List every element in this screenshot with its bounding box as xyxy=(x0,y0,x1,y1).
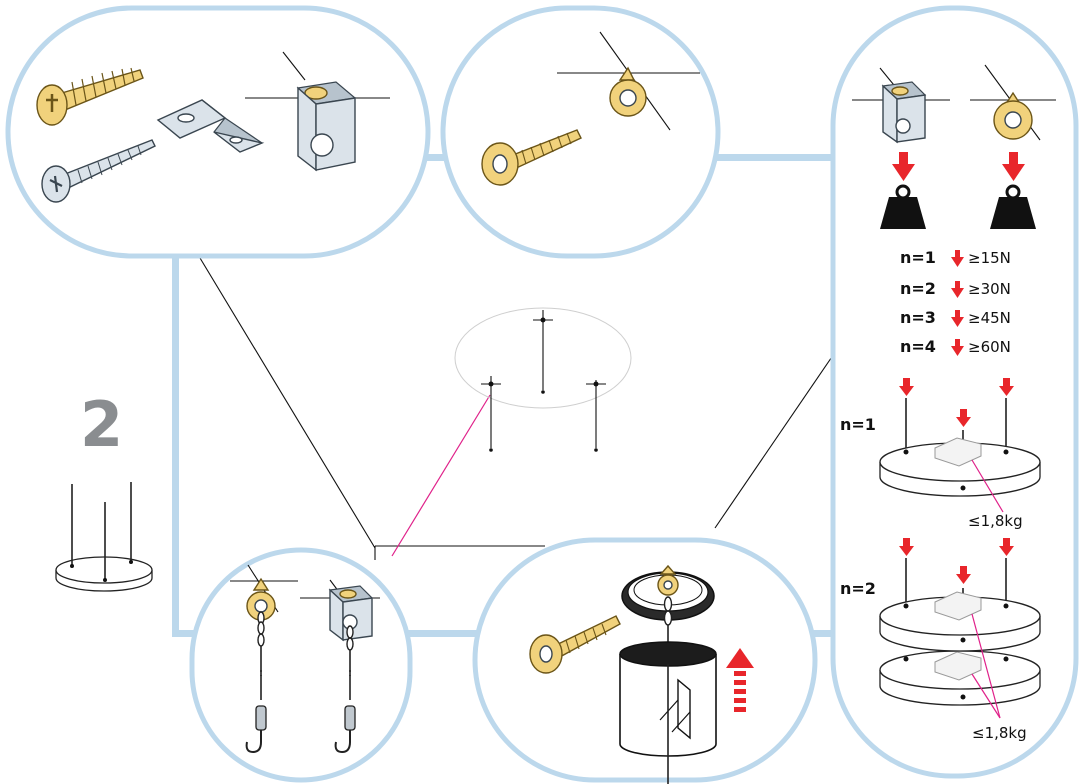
down-arrow-icon xyxy=(999,538,1014,556)
eye-screw-icon xyxy=(481,66,647,186)
down-arrow-icon xyxy=(999,378,1014,396)
weight-icon xyxy=(990,184,1036,229)
eye-screw-bubble xyxy=(440,5,721,259)
ceiling-canopy-icon xyxy=(621,564,715,643)
washer-screw-icon xyxy=(41,139,156,203)
overview-disc-icon xyxy=(55,482,153,592)
magenta-link-line xyxy=(391,394,491,557)
load-row-n: n=1 xyxy=(900,248,936,267)
angle-bracket-icon xyxy=(245,51,390,172)
down-arrow-icon xyxy=(899,538,914,556)
down-arrow-icon xyxy=(1002,152,1025,181)
ceiling-suspension-diagram xyxy=(454,307,632,452)
down-arrow-icon xyxy=(956,409,971,427)
config-double-disc: n=2 ≤1,8kg xyxy=(840,538,1041,742)
eye-screw-icon xyxy=(529,615,621,674)
down-arrow-icon xyxy=(951,310,964,327)
load-row: n=4 ≥60N xyxy=(900,337,1011,356)
wire-hanging-bubble xyxy=(189,547,413,783)
wood-screw-icon xyxy=(36,67,144,126)
load-row-n: n=3 xyxy=(900,308,936,327)
load-row-force: ≥30N xyxy=(968,280,1011,298)
load-row-force: ≥60N xyxy=(968,338,1011,356)
config-max-weight: ≤1,8kg xyxy=(972,724,1027,742)
config-max-weight: ≤1,8kg xyxy=(968,512,1023,530)
config-n-label: n=2 xyxy=(840,579,876,598)
step-number: 2 xyxy=(80,388,123,461)
down-arrow-icon xyxy=(951,339,964,356)
flat-bracket-icon xyxy=(156,99,265,153)
load-row: n=1 ≥15N xyxy=(900,248,1011,267)
angle-bracket-hanger xyxy=(300,579,380,754)
load-row: n=2 ≥30N xyxy=(900,279,1011,298)
up-arrow-icon xyxy=(726,648,754,712)
load-row-force: ≥15N xyxy=(968,249,1011,267)
config-single-disc: n=1 ≤1,8kg xyxy=(840,378,1041,530)
weight-icon xyxy=(880,184,926,229)
down-arrow-icon xyxy=(899,378,914,396)
angle-bracket-test xyxy=(852,67,950,144)
load-table: n=1 ≥15N n=2 ≥30N n=3 ≥45N n=4 ≥60N xyxy=(900,248,1011,356)
load-row: n=3 ≥45N xyxy=(900,308,1011,327)
down-arrow-icon xyxy=(892,152,915,181)
eye-screw-hanger xyxy=(230,564,298,754)
load-row-n: n=4 xyxy=(900,337,936,356)
canopy-bubble xyxy=(472,537,818,784)
cylinder-cover-icon xyxy=(619,641,717,784)
down-arrow-icon xyxy=(956,566,971,584)
fixings-bubble xyxy=(5,5,431,259)
eye-screw-test xyxy=(970,64,1056,141)
perspective-lines xyxy=(199,257,841,560)
step-panel: 2 xyxy=(55,388,153,592)
load-row-n: n=2 xyxy=(900,279,936,298)
down-arrow-icon xyxy=(951,250,964,267)
down-arrow-icon xyxy=(951,281,964,298)
load-test-bubble: n=1 ≥15N n=2 ≥30N n=3 ≥45N n=4 ≥60N n xyxy=(830,5,1079,779)
connector-bars xyxy=(172,154,845,637)
load-row-force: ≥45N xyxy=(968,309,1011,327)
config-n-label: n=1 xyxy=(840,415,876,434)
